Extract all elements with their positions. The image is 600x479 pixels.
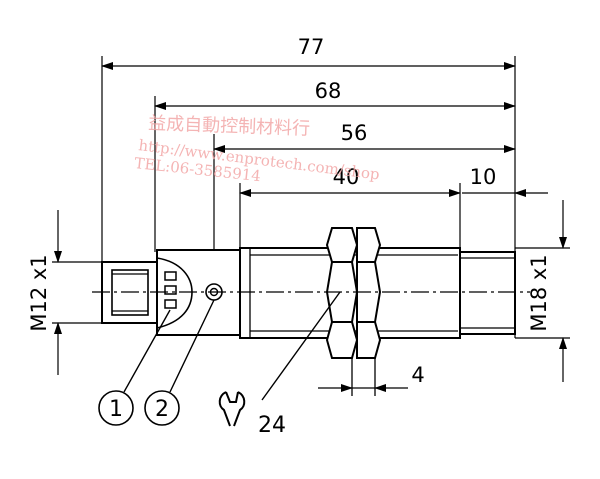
leader-lines [123,291,341,401]
dim-label-56: 56 [341,121,368,145]
callout-circle-2 [144,390,180,426]
dim-label-m18: M18 x1 [527,254,551,331]
leader-callout-2 [169,299,215,393]
dim-label-77: 77 [298,35,325,59]
callouts: 1 2 [98,390,180,426]
led-window-3 [164,299,177,309]
led-window-2 [164,285,177,295]
dim-label-68: 68 [315,79,342,103]
nut-left-bottom [325,321,359,359]
callout-label-1: 1 [109,397,123,422]
nut-left-top [325,227,359,263]
dim-label-10: 10 [470,165,497,189]
dim-m12 [52,210,102,375]
dimension-labels: 77 68 56 40 10 4 M12 x1 M18 x1 [27,35,551,387]
wrench-size-label: 24 [258,413,286,438]
dim-label-m12: M12 x1 [27,254,51,331]
dimension-lines [101,62,548,396]
led-window-1 [164,271,177,281]
dim-label-4: 4 [411,363,424,387]
nut-right-bottom [356,321,382,359]
sensor-body [101,227,516,359]
watermark-company: 益成自動控制材料行 [148,113,311,140]
leader-wrench [261,291,341,401]
wrench-icon [218,391,246,427]
dim-label-40: 40 [333,165,360,189]
dim-m18 [515,200,570,382]
callout-label-2: 2 [155,397,169,422]
nut-right-top [356,227,382,263]
sensing-face [459,251,516,335]
callout-circle-1 [98,390,134,426]
leader-callout-1 [123,309,171,393]
